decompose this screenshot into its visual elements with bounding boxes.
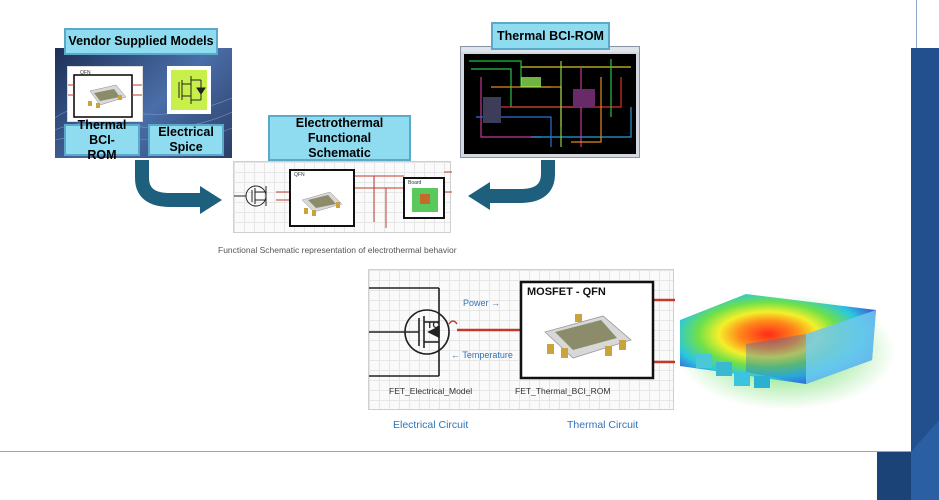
schematic-caption: Functional Schematic representation of e… [218, 245, 457, 255]
thermal-heatmap-render [676, 294, 896, 410]
detail-circuit-drawing [369, 280, 675, 380]
tc-label: TC [427, 320, 439, 330]
pcb-layout-image [461, 47, 639, 154]
functional-schematic-panel: QFN Board [233, 161, 452, 233]
schematic-title: Electrothermal Functional Schematic [268, 115, 411, 161]
vendor-thermal-card: QFN [67, 66, 143, 122]
detail-circuit-panel: TC Power → ← Temperature MOSFET - QFN FE… [368, 269, 675, 410]
vendor-qfn-package-icon [68, 74, 142, 118]
vendor-thermal-label: Thermal BCI-ROM [64, 118, 140, 162]
corner-fold-decoration [877, 48, 939, 500]
fet-thermal-label: FET_Thermal_BCI_ROM [515, 386, 611, 396]
vendor-spice-card [167, 66, 211, 114]
pcb-title: Thermal BCI-ROM [491, 22, 610, 50]
schematic-board-tag: Board [408, 180, 422, 186]
left-curved-arrow [135, 160, 222, 214]
temperature-label: ← Temperature [451, 350, 513, 360]
mosfet-qfn-title: MOSFET - QFN [527, 286, 606, 298]
vendor-electrical-label: Electrical Spice [148, 124, 224, 156]
spice-mosfet-icon [171, 70, 207, 110]
thermal-circuit-caption: Thermal Circuit [567, 419, 639, 431]
vendor-qfn-tag: QFN [80, 70, 91, 76]
schematic-drawing [234, 169, 452, 228]
pcb-screenshot-panel [460, 46, 640, 158]
electrical-circuit-caption: Electrical Circuit [393, 419, 469, 431]
right-curved-arrow [468, 160, 555, 210]
vendor-models-title: Vendor Supplied Models [64, 28, 218, 55]
fet-electrical-label: FET_Electrical_Model [389, 386, 473, 396]
schematic-qfn-tag: QFN [294, 172, 305, 178]
power-label: Power → [463, 298, 501, 308]
